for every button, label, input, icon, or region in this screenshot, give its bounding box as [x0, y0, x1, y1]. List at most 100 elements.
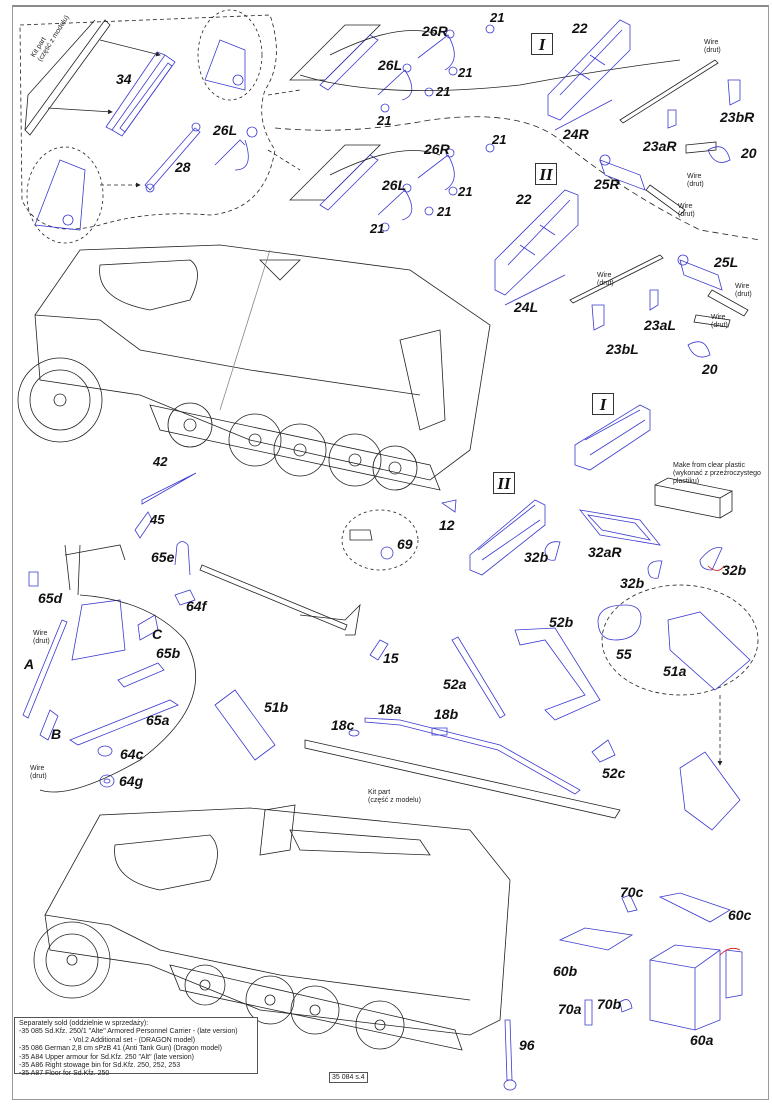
part-label: 26R	[422, 23, 448, 39]
part-69-shape	[380, 546, 394, 560]
part-42-shape	[141, 472, 197, 505]
part-label: 24R	[563, 126, 589, 142]
part-label: 12	[439, 517, 455, 533]
part-label: 52a	[443, 676, 467, 692]
part-65e-shape	[174, 541, 191, 576]
part-label: 60a	[690, 1032, 714, 1048]
part-60a-side	[725, 949, 743, 999]
part-label: 21	[436, 84, 451, 99]
part-label: 26L	[378, 57, 403, 73]
part-label: 55	[616, 646, 632, 662]
part-label: 60b	[553, 963, 578, 979]
part-51a-shape	[667, 611, 751, 691]
part-18b-shape	[431, 727, 448, 736]
part-52c-shape	[591, 739, 616, 763]
wire-note: Wire(drut)	[30, 765, 47, 780]
separately-sold-item: - Vol.2 Additional set - (DRAGON model)	[69, 1036, 196, 1044]
part-label: 28	[175, 159, 191, 175]
wire-note: Wire(drut)	[678, 203, 695, 218]
halftrack-upper-drawing	[17, 244, 491, 491]
part-label: 26R	[424, 141, 450, 157]
variant-box-I-assembly: I	[592, 393, 614, 415]
part-label: 45	[150, 512, 165, 527]
part-label: 23aL	[644, 317, 676, 333]
variant-box-I-top: I	[531, 33, 553, 55]
part-45-shape	[134, 511, 153, 539]
part-label: B	[51, 726, 62, 742]
separately-sold-heading: Separately sold (oddzielnie w sprzedaży)…	[19, 1020, 149, 1027]
clear-plastic-block	[654, 477, 734, 519]
part-label: 23aR	[643, 138, 677, 154]
part-label: 42	[153, 454, 168, 469]
part-label: 21	[490, 10, 505, 25]
part-28-rod	[144, 122, 201, 193]
part-60b-shape	[558, 927, 634, 951]
part-26L-inset	[214, 126, 258, 171]
part-label: 21	[492, 132, 507, 147]
page-reference: 35 084 s.4	[329, 1072, 368, 1083]
wire-note: Wire(drut)	[704, 39, 721, 54]
part-52b-shape	[514, 627, 601, 721]
part-52a-shape	[451, 636, 506, 719]
variant-box-II-mid: II	[535, 163, 557, 185]
part-A-shape	[22, 619, 68, 719]
part-65-shield	[71, 599, 126, 661]
part-label: 60c	[728, 907, 752, 923]
part-label: 21	[437, 204, 452, 219]
detail-inset-upper	[197, 9, 263, 101]
part-64g-shape	[99, 774, 115, 788]
part-label: 21	[458, 184, 473, 199]
part-65d-shape	[28, 571, 39, 587]
separately-sold-box: Separately sold (oddzielnie w sprzedaży)…	[14, 1017, 258, 1077]
detail-inset-51a	[601, 584, 759, 696]
assembly-I-complete	[574, 404, 651, 471]
part-label: 65d	[38, 590, 63, 606]
part-label: 96	[519, 1037, 535, 1053]
part-label: 22	[516, 191, 532, 207]
part-55-shape	[597, 604, 642, 641]
part-12-shape	[441, 499, 457, 513]
variant-box-II-assembly: II	[493, 472, 515, 494]
part-label: 69	[397, 536, 413, 552]
part-label: 25R	[594, 176, 620, 192]
separately-sold-item: -35 A87 Floor for Sd.Kfz. 250	[19, 1070, 110, 1078]
part-64c-shape	[97, 745, 113, 757]
part-label: 34	[116, 71, 132, 87]
part-label: A	[24, 656, 35, 672]
machine-gun-drawing	[199, 564, 361, 636]
part-34-vision-block	[105, 51, 176, 137]
part-label: 65b	[156, 645, 181, 661]
part-label: 64g	[119, 773, 144, 789]
wire-note: Wire(drut)	[687, 173, 704, 188]
part-label: 70c	[620, 884, 644, 900]
part-label: 65e	[151, 549, 175, 565]
part-label: 32b	[524, 549, 549, 565]
part-label: 64c	[120, 746, 144, 762]
part-label: 18b	[434, 706, 459, 722]
separately-sold-item: -35 A86 Right stowage bin for Sd.Kfz. 25…	[19, 1062, 181, 1070]
part-70b-shape	[619, 999, 633, 1013]
part-label: 24L	[514, 299, 539, 315]
wire-note: Wire(drut)	[711, 314, 728, 329]
part-label: 18a	[378, 701, 402, 717]
part-51b-shape	[214, 689, 276, 761]
halftrack-lower-drawing	[33, 804, 511, 1051]
part-label: 20	[702, 361, 718, 377]
part-label: 64f	[186, 598, 207, 614]
separately-sold-item: -35 A84 Upper armour for Sd.Kfz. 250 "Al…	[19, 1053, 194, 1061]
part-label: 70a	[558, 1001, 582, 1017]
kit-part-panel	[24, 19, 111, 136]
part-label: 65a	[146, 712, 170, 728]
part-60a-box	[649, 944, 721, 1031]
part-label: 22	[572, 20, 588, 36]
part-label: 51a	[663, 663, 687, 679]
clear-plastic-note: Make from clear plastic(wykonać z przeźr…	[673, 462, 761, 485]
part-96-shape	[504, 1019, 513, 1081]
part-32aR-shape	[579, 509, 661, 546]
wire-note: Wire(drut)	[735, 283, 752, 298]
part-label: 26L	[382, 177, 407, 193]
detail-inset-lower	[26, 146, 104, 244]
part-label: 23bL	[606, 341, 639, 357]
part-60c-shape	[658, 892, 731, 923]
